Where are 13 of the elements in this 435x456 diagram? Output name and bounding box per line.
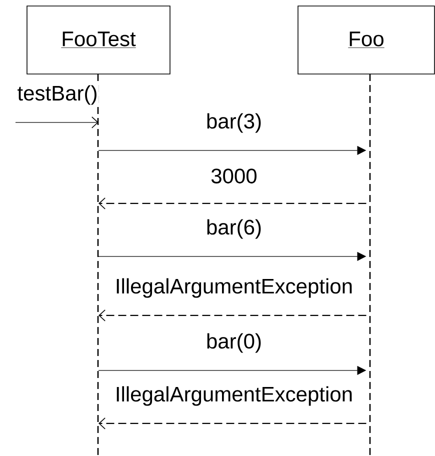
message-arrow	[98, 310, 366, 322]
message-arrow	[98, 198, 366, 210]
message-label: bar(0)	[204, 332, 263, 354]
message-label: IllegalArgumentException	[114, 277, 354, 299]
message-label: testBar()	[16, 84, 99, 106]
object-box: FooTest	[26, 6, 170, 74]
message-arrow	[15, 116, 98, 128]
message-label: bar(3)	[204, 112, 263, 134]
message-label: bar(6)	[204, 218, 263, 240]
message-label: IllegalArgumentException	[114, 385, 354, 407]
message-arrow	[98, 418, 366, 430]
message-label: 3000	[210, 168, 258, 184]
object-box: Foo	[298, 6, 435, 74]
